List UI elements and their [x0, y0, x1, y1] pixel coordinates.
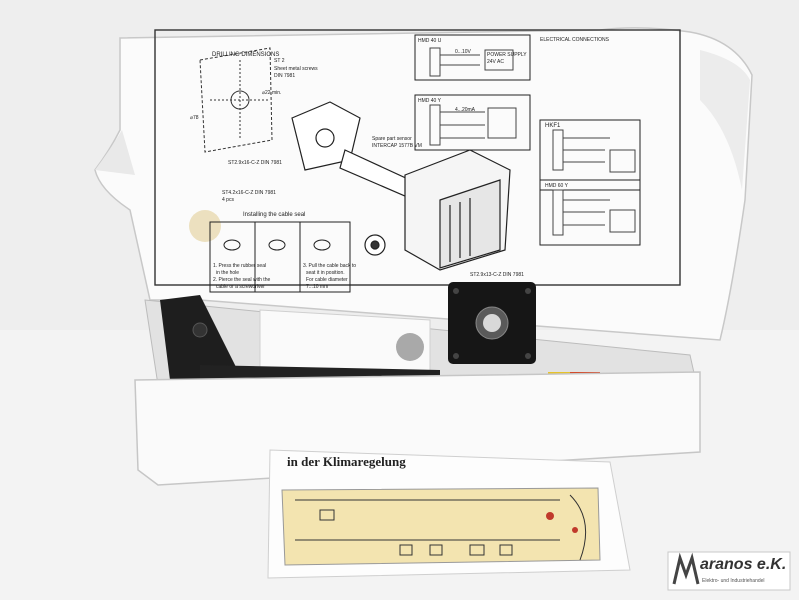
step-3d: 7...10 mm [306, 284, 329, 290]
drilling-dimensions-label: DRILLING DIMENSIONS [212, 52, 280, 58]
power-supply-label: POWER SUPPLY [487, 52, 527, 58]
voltage-label: 24V AC [487, 59, 504, 65]
box-body [134, 282, 701, 486]
step-3b: seat it in position. [306, 270, 345, 276]
screw-top-label: ST 2 [274, 58, 285, 64]
leaflet-heading: in der Klimaregelung [287, 454, 406, 469]
output-1-label: 0...10V [455, 49, 471, 55]
cable-seal-title: Installing the cable seal [243, 212, 306, 218]
logo-tagline: Elektro- und Industriehandel [702, 578, 765, 584]
logo-brand: aranos e.K. [700, 556, 787, 573]
spare-part-label: Spare part sensor [372, 136, 412, 142]
hkf-label: HKF1 [545, 123, 561, 129]
screw-din: DIN 7981 [274, 73, 296, 79]
screw-count-label: ST4.2x16-C-Z DIN 7981 [222, 190, 276, 196]
hole-diameter: ⌀22 min. [262, 90, 282, 96]
intercap-label: INTERCAP 1577B VM [372, 143, 422, 149]
step-3: 3. Pull the cable back to [303, 263, 357, 269]
logo-mark [667, 551, 791, 591]
step-1b: in the hole [216, 270, 240, 276]
screw-count-sub: 4 pcs [222, 197, 234, 203]
hmd-low-label: HMD 60 Y [545, 183, 568, 189]
leaflet [267, 449, 631, 579]
screw-description: Sheet metal screws [274, 66, 318, 72]
dimension-height: ⌀78 [190, 115, 199, 121]
sensor-exploded-drawing [291, 101, 511, 271]
hmd-top-label: HMD 40 U [418, 38, 442, 44]
step-2b: cable or a screwdriver [216, 284, 265, 290]
drilling-diagram [199, 47, 273, 153]
step-3c: For cable diameter [306, 277, 348, 283]
step-1: 1. Press the rubber seal [213, 263, 267, 269]
wiring-diagrams [414, 34, 641, 246]
screw-right-label: ST2.9x13-C-Z DIN 7981 [470, 272, 524, 278]
output-2-label: 4...20mA [455, 107, 476, 113]
cable-seal-panel [209, 221, 351, 293]
screw-bottom-label: ST2.9x16-C-Z DIN 7981 [228, 160, 282, 166]
step-2: 2. Pierce the seal with the [213, 277, 271, 283]
hmd-mid-label: HMD 40 Y [418, 98, 441, 104]
electrical-connections-label: ELECTRICAL CONNECTIONS [540, 37, 609, 43]
